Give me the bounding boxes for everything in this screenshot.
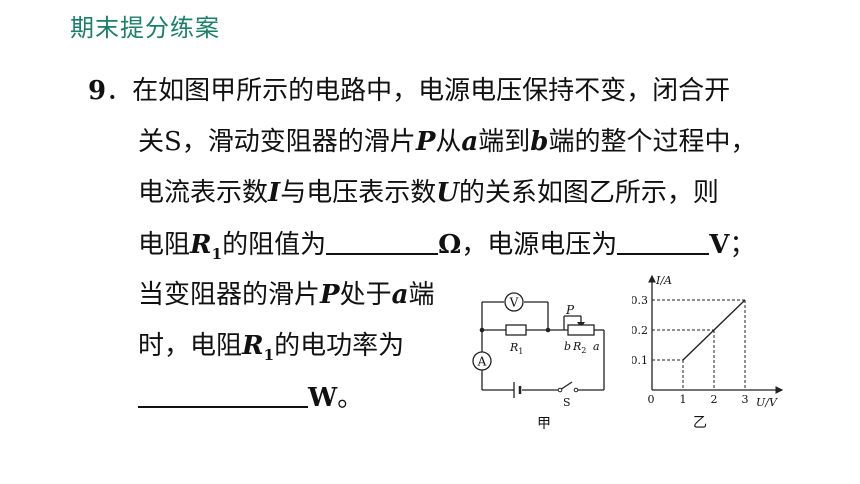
ammeter-label: A (477, 355, 487, 369)
circuit-diagram: V A R1 P b R2 a S 甲 (472, 292, 605, 432)
text: 端到 (478, 127, 531, 157)
origin-label: 0 (648, 393, 655, 406)
var-i: I (268, 178, 281, 208)
subscript: 1 (263, 346, 275, 365)
var-a: a (461, 127, 479, 157)
answer-blank-power[interactable] (138, 382, 308, 408)
text: 当变阻器的滑片 (138, 280, 321, 310)
answer-blank-voltage[interactable] (617, 229, 710, 255)
x-tick-label: 2 (711, 393, 718, 406)
rheostat-r2 (567, 324, 595, 336)
var-p: P (320, 280, 340, 310)
text: ，电源电压为 (461, 230, 618, 260)
graph-caption: 乙 (693, 415, 707, 431)
r2-b-label: b (564, 340, 571, 353)
r2-label: R2 (572, 340, 586, 355)
x-axis-label: U/V (756, 396, 778, 409)
question-line-1: 9．在如图甲所示的电路中，电源电压保持不变，闭合开 (88, 76, 730, 106)
text: 关S，滑动变阻器的滑片 (138, 127, 416, 157)
x-tick-label: 3 (742, 393, 749, 406)
question-line-5: 当变阻器的滑片P处于a端 (138, 280, 434, 310)
slider-label: P (565, 303, 575, 317)
series-line (682, 299, 746, 361)
question-line-3: 电流表示数I与电压表示数U的关系如图乙所示，则 (138, 178, 719, 208)
var-r: R (242, 331, 264, 361)
resistor-r1 (505, 324, 527, 336)
r1-label: R1 (509, 341, 523, 356)
question-line-7: W。 (138, 382, 363, 413)
text: 端 (408, 280, 435, 310)
text: 电流表示数 (138, 178, 269, 208)
question-line-4: 电阻R1的阻值为 Ω，电源电压为 V； (138, 229, 755, 269)
question-line-2: 关S，滑动变阻器的滑片P从a端到b端的整个过程中， (138, 127, 756, 157)
y-tick-label: 0.2 (632, 324, 648, 337)
text: 电阻 (138, 230, 191, 260)
iu-graph: I/A U/V 0 1 2 3 0.1 0.2 0.3 乙 (632, 274, 784, 431)
unit-ohm: Ω (438, 230, 462, 260)
text: 的阻值为 (222, 230, 327, 260)
text: 处于 (339, 280, 392, 310)
var-u: U (436, 178, 459, 208)
question-line-6: 时，电阻R1的电功率为 (138, 331, 404, 370)
y-tick-label: 0.1 (632, 354, 648, 367)
question-number: 9 (88, 76, 107, 106)
ammeter-icon (472, 351, 492, 371)
subscript: 1 (211, 245, 223, 264)
text: 从 (435, 127, 462, 157)
question-text: ．在如图甲所示的电路中，电源电压保持不变，闭合开 (106, 76, 731, 106)
y-tick-label: 0.3 (632, 294, 648, 307)
circuit-caption: 甲 (537, 416, 551, 432)
page-header: 期末提分练案 (70, 14, 220, 42)
text: 的关系如图乙所示，则 (458, 178, 719, 208)
y-axis-label: I/A (655, 274, 672, 287)
text: 端的整个过程中， (548, 127, 757, 157)
var-a: a (391, 280, 409, 310)
voltmeter-label: V (509, 296, 519, 310)
unit-w: W (308, 383, 338, 413)
var-b: b (530, 127, 549, 157)
var-p: P (415, 127, 436, 157)
unit-v: V (709, 230, 730, 260)
voltmeter-icon (504, 292, 524, 312)
r2-a-label: a (593, 340, 600, 353)
text: ； (729, 230, 756, 260)
text: 与电压表示数 (280, 178, 437, 208)
text: 。 (337, 383, 364, 413)
x-tick-label: 1 (680, 393, 687, 406)
var-r: R (190, 230, 212, 260)
text: 的电功率为 (274, 331, 405, 361)
text: 时，电阻 (138, 331, 243, 361)
switch-label: S (563, 396, 571, 409)
answer-blank-r1[interactable] (326, 229, 439, 255)
